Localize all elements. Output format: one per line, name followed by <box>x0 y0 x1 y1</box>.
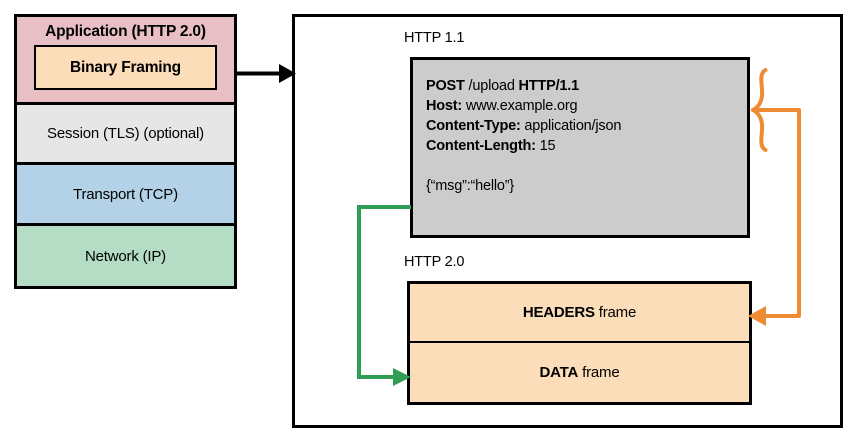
http11-header-host-name: Host: <box>426 98 463 114</box>
http11-header-content-type-value: application/json <box>520 118 622 134</box>
http11-method: POST <box>426 78 465 94</box>
http11-path: /upload <box>464 78 519 94</box>
http20-headers-frame: HEADERS frame <box>410 284 749 343</box>
stack-layer-application-label: Application (HTTP 2.0) <box>45 23 206 40</box>
http20-data-frame-suffix: frame <box>578 364 620 381</box>
black-arrow-stack-to-panel <box>237 64 296 83</box>
http11-header-host: Host: www.example.org <box>426 96 747 116</box>
http11-header-content-type: Content-Type: application/json <box>426 116 747 136</box>
binary-framing-label: Binary Framing <box>70 58 181 76</box>
stack-layer-transport: Transport (TCP) <box>17 165 234 226</box>
http11-header-content-length: Content-Length: 15 <box>426 136 747 156</box>
http20-data-frame: DATA frame <box>410 343 749 402</box>
http11-version: HTTP/1.1 <box>518 78 580 94</box>
http11-header-host-value: www.example.org <box>462 98 578 114</box>
http11-header-content-type-name: Content-Type: <box>426 118 521 134</box>
http20-headers-frame-name: HEADERS <box>522 304 595 321</box>
stack-layer-transport-label: Transport (TCP) <box>73 185 178 203</box>
stack-layer-network-label: Network (IP) <box>85 247 166 265</box>
http20-frames-box: HEADERS frame DATA frame <box>407 281 752 405</box>
stack-layer-network: Network (IP) <box>17 226 234 286</box>
http20-data-frame-name: DATA <box>539 364 579 381</box>
http11-message-box: POST /upload HTTP/1.1 Host: www.example.… <box>410 57 750 238</box>
http20-caption: HTTP 2.0 <box>404 254 465 270</box>
http11-body: {“msg”:“hello”} <box>426 178 515 194</box>
http11-header-content-length-name: Content-Length: <box>426 138 536 154</box>
protocol-stack: Application (HTTP 2.0) Binary Framing Se… <box>14 14 237 289</box>
http20-headers-frame-suffix: frame <box>594 304 637 321</box>
stack-layer-session-label: Session (TLS) (optional) <box>47 125 204 142</box>
stack-layer-application: Application (HTTP 2.0) Binary Framing <box>17 17 234 105</box>
binary-framing-box: Binary Framing <box>34 45 217 91</box>
http11-header-content-length-value: 15 <box>535 138 556 154</box>
http11-request-line: POST /upload HTTP/1.1 <box>426 76 747 96</box>
stack-layer-session: Session (TLS) (optional) <box>17 105 234 165</box>
http11-caption: HTTP 1.1 <box>404 30 465 46</box>
